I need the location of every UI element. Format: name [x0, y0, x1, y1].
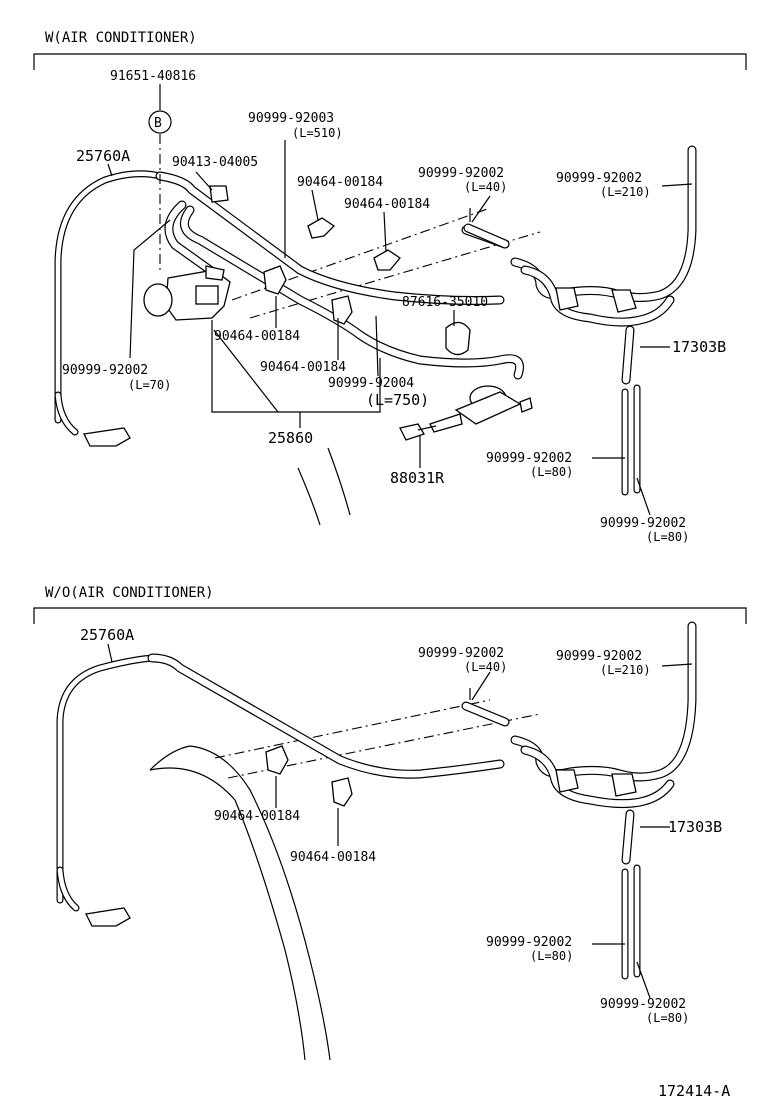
label-90999-92002-length: (L=210) [600, 185, 651, 199]
label-90999-92002-length: (L=80) [530, 465, 573, 479]
label-90999-92002: 90999-92002 [486, 935, 572, 950]
label-90999-92002: 90999-92002 [62, 363, 148, 378]
section-bracket [33, 53, 747, 70]
label-90999-92002-length: (L=210) [600, 663, 651, 677]
bracket [555, 769, 579, 793]
label-90999-92002-length: (L=80) [646, 530, 689, 544]
label-87616-35010: 87616-35010 [402, 295, 488, 310]
label-90999-92004-length: (L=750) [366, 391, 429, 409]
bracket [611, 289, 637, 313]
label-90999-92002: 90999-92002 [556, 649, 642, 664]
label-90464-00184: 90464-00184 [214, 329, 300, 344]
label-25760a: 25760A [80, 626, 134, 644]
label-91651-40816: 91651-40816 [110, 69, 196, 84]
label-90999-92002: 90999-92002 [600, 516, 686, 531]
reference-marker-label: B [154, 116, 162, 131]
label-90999-92002-length: (L=40) [464, 180, 507, 194]
clamp-87616 [445, 321, 471, 356]
figure-code: 172414-A [658, 1082, 730, 1100]
body-panel-line [149, 767, 306, 1061]
label-90999-92002-length: (L=80) [530, 949, 573, 963]
label-90464-00184: 90464-00184 [297, 175, 383, 190]
clip-90464 [209, 185, 401, 325]
body-panel-line [297, 467, 321, 526]
label-90999-92003: 90999-92003 [248, 111, 334, 126]
body-panel-line [149, 745, 331, 1061]
label-90999-92002: 90999-92002 [418, 646, 504, 661]
label-90464-00184: 90464-00184 [290, 850, 376, 865]
label-90413-04005: 90413-04005 [172, 155, 258, 170]
nozzle-connector [85, 907, 131, 927]
reference-marker-b [148, 110, 172, 134]
hose-l40 [461, 688, 510, 727]
hose-right-assembly [510, 621, 697, 865]
leader-lines [107, 84, 693, 516]
label-90999-92002: 90999-92002 [556, 171, 642, 186]
hose-main-run [147, 653, 505, 779]
label-90999-92003-length: (L=510) [292, 126, 343, 140]
label-90999-92002: 90999-92002 [418, 166, 504, 181]
section-bracket [33, 607, 747, 624]
section-without-ac: W/O(AIR CONDITIONER) [33, 585, 747, 1061]
label-90464-00184: 90464-00184 [260, 360, 346, 375]
clip-90464 [265, 745, 353, 807]
section-with-ac: W(AIR CONDITIONER) [33, 30, 747, 544]
label-17303b: 17303B [672, 338, 726, 356]
label-90999-92002-length: (L=80) [646, 1011, 689, 1025]
hose-vertical-pair [621, 864, 641, 980]
hose-l40 [463, 208, 510, 249]
label-90999-92004: 90999-92004 [328, 376, 414, 391]
label-25860: 25860 [268, 429, 313, 447]
body-panel-line [327, 447, 351, 516]
vsv-actuator [143, 265, 231, 321]
label-17303b: 17303B [668, 818, 722, 836]
label-90464-00184: 90464-00184 [214, 809, 300, 824]
nozzle-connector [83, 427, 131, 447]
section-title: W/O(AIR CONDITIONER) [45, 585, 214, 601]
hose-vertical-pair [621, 384, 641, 496]
valve-88031r [399, 385, 533, 441]
label-25760a: 25760A [76, 147, 130, 165]
label-88031r: 88031R [390, 469, 445, 487]
hose-right-assembly [461, 145, 697, 385]
label-90999-92002-length: (L=70) [128, 378, 171, 392]
body-centerline [214, 699, 491, 759]
leader-lines [107, 643, 693, 999]
body-centerline [227, 713, 541, 779]
hose-25760a [54, 170, 164, 447]
hose-90999-92003 [155, 171, 524, 380]
label-90999-92002-length: (L=40) [464, 660, 507, 674]
label-90999-92002: 90999-92002 [600, 997, 686, 1012]
hose-25760a [56, 654, 156, 927]
bracket [611, 773, 637, 797]
section-title: W(AIR CONDITIONER) [45, 30, 197, 46]
label-90464-00184: 90464-00184 [344, 197, 430, 212]
bracket [555, 287, 579, 311]
label-90999-92002: 90999-92002 [486, 451, 572, 466]
